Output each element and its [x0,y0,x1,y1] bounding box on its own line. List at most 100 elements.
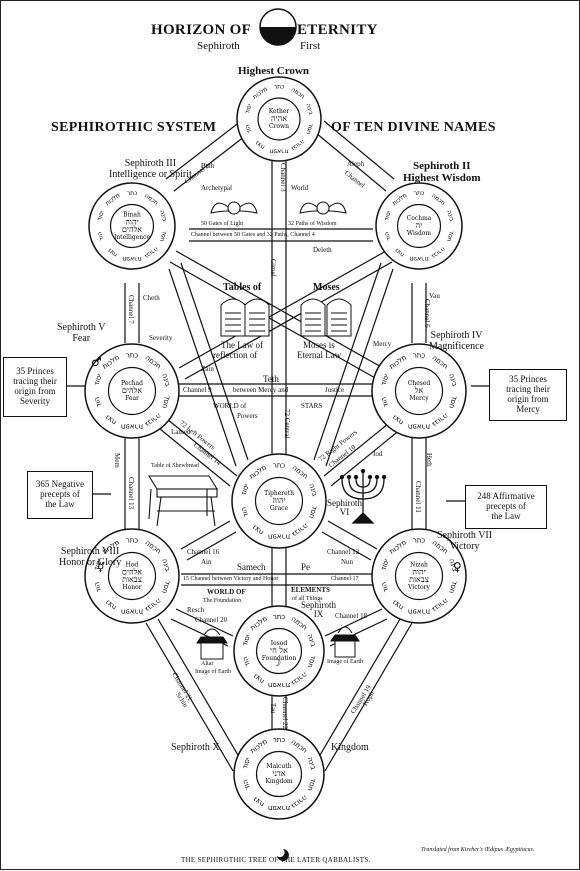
ring-divine-name: יסוד [92,373,103,387]
sephira-center-name: אדני [272,769,286,778]
sephira-center-name: Kingdom [265,778,293,785]
sephira-center-name: Binah [123,211,141,218]
sephiroth-v-title: Sephiroth V Fear [57,322,106,344]
ring-divine-name: בינה [160,373,172,388]
channel-15-label: 15 Channel between Victory and Honor [183,576,279,582]
kingdom-label: Kingdom [331,742,369,753]
ring-divine-name: תפארת [408,608,430,616]
ring-divine-name: תפארת [121,608,143,616]
princes-severity-box: 35 Princes tracing their origin from Sev… [3,357,67,417]
ring-divine-name: תפארת [268,533,290,541]
sephira-center-name: Chesed [408,380,431,387]
channel-6-label: Channel 6 [423,299,431,328]
sephira-center-name: Grace [270,505,289,512]
ring-divine-name: חסד [306,654,318,669]
sephira-center-name: יה [416,221,423,230]
ring-divine-name: חסד [447,580,459,595]
sephira-center-name: אלהים [122,567,142,576]
channel-7-label: Channel 7 [127,295,135,324]
nun-label: Nun [341,558,354,566]
sephira-center-name: Crown [269,123,289,130]
ring-divine-name: יסוד [239,483,250,497]
sephira-inner-ring [254,476,304,526]
ring-divine-name: תפארת [268,804,290,812]
sephira-inner-ring [394,551,444,601]
negative-precepts-box: 365 Negative precepts of the Law [27,471,93,519]
sephira-center-name: צבאות [122,575,142,584]
ring-divine-name: כתר [126,351,139,359]
pe-label: Pe [301,562,310,572]
sephira-inner-ring [255,750,303,798]
sephira-inner-ring [107,366,157,416]
cherub-right-icon [299,201,347,215]
ring-divine-name: הוד [244,124,253,135]
sephiroth-ix-title: Sephiroth IX [301,600,336,620]
ring-divine-name: הוד [383,231,392,242]
sephira-center-name: Mercy [409,395,429,402]
sephira-inner-ring [396,203,442,249]
ring-divine-name: חסד [160,580,172,595]
sephira-center-name: אל [414,386,424,395]
world-label: World [291,184,309,192]
image-of-earth-icon [330,626,360,658]
sephiroth-iv-title: Sephiroth IV Magnificence [429,330,484,352]
menorah-icon [339,468,387,524]
figure-caption: THE SEPHIROTHIC TREE OF THE LATER QABBAL… [181,856,371,864]
ring-divine-name: חסד [306,777,318,792]
tablets-of-law-icon [300,298,352,337]
lamed-label: Lamed [171,428,191,436]
central-powers-label: 72 Central [283,409,291,439]
ring-divine-name: בינה [307,483,319,498]
ring-divine-name: כתר [273,736,286,744]
channel-between-label: Channel between 50 Gates and 32 Paths, C… [191,232,315,238]
ring-divine-name: כתר [414,190,425,197]
ring-divine-name: חסד [447,395,459,410]
sephira-center-name: Tiphereth [264,490,294,497]
channel-20-label: Channel 20 [195,616,228,624]
ring-divine-name: חסד [445,230,455,243]
ring-divine-name: בינה [158,210,168,223]
mem-label: Mem [113,453,121,468]
tables-of-label: Tables of [223,282,262,293]
ring-divine-name: יסוד [92,558,103,572]
ring-divine-name: כתר [273,613,286,621]
venus-symbol-icon: ♀ [453,560,462,574]
mars-symbol-icon: ♂ [91,355,102,369]
ring-divine-name: הוד [96,231,105,242]
altar-label: Altar [201,661,214,667]
ring-divine-name: נצח [394,247,406,258]
channel-13-label: Channel 13 [127,477,135,510]
ring-divine-name: בינה [306,756,318,771]
table-of-shewbread-label: Table of Shewbread [151,463,199,469]
mercy-label: Mercy [373,340,392,348]
aleph-label: Aleph [347,160,365,168]
channel-9-label: Channel 9 [183,386,212,394]
ring-divine-name: יסוד [241,756,252,770]
crescent-icon [277,849,289,861]
ring-divine-name: בינה [445,210,455,223]
ring-divine-name: הוד [93,581,104,593]
beth-label: Beth [201,162,215,170]
sephira-center-name: יהוה [125,217,138,226]
ring-divine-name: הוד [93,396,104,408]
ring-divine-name: נצח [107,247,119,258]
eternal-law-label: Eternal Law [297,350,342,360]
sephiroth-label: Sephiroth [197,40,240,52]
ring-divine-name: כתר [127,190,138,197]
channel-18-label: Channel 18 [335,612,368,620]
sephira-center-name: Iesod [271,640,288,647]
gates-of-light-label: 50 Gates of Light [201,221,244,227]
heth-label: Heth [425,453,433,467]
sephira-inner-ring [394,366,444,416]
ring-divine-name: בינה [447,558,459,573]
sephira-center-name: Fear [125,395,139,402]
ring-divine-name: הוד [241,778,252,790]
sephira-inner-ring [107,551,157,601]
